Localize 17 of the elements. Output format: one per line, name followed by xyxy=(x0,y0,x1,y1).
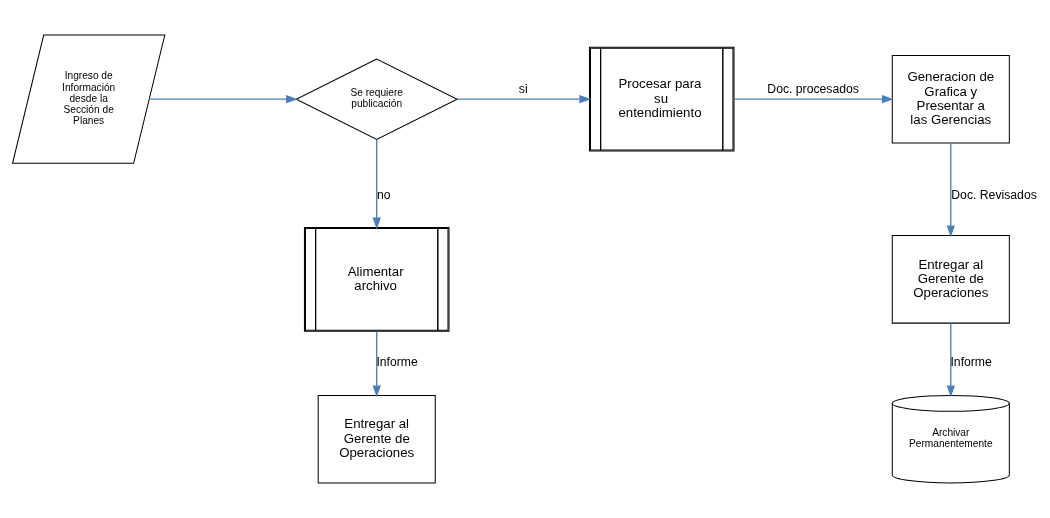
edge-label: no xyxy=(377,187,391,202)
node-box: Generacion de Grafica y Presentar a las Gerencias xyxy=(891,54,1010,144)
arrow xyxy=(456,95,592,104)
arrow xyxy=(946,142,955,238)
arrow xyxy=(148,95,298,104)
node-box: Entregar al Gerente de Operaciones xyxy=(317,394,436,484)
arrow xyxy=(372,139,381,230)
edge-label: si xyxy=(518,81,528,96)
edge-label: Informe xyxy=(950,355,992,370)
edge-label: Doc. Revisados xyxy=(951,187,1037,202)
node-box: Entregar al Gerente de Operaciones xyxy=(891,235,1010,324)
arrow xyxy=(946,322,955,398)
arrow xyxy=(733,95,894,104)
arrow xyxy=(372,330,381,398)
edge-label: Doc. procesados xyxy=(767,81,859,96)
edge-label: Informe xyxy=(376,355,418,370)
node-diamond: Se requiere publicación xyxy=(295,58,459,140)
